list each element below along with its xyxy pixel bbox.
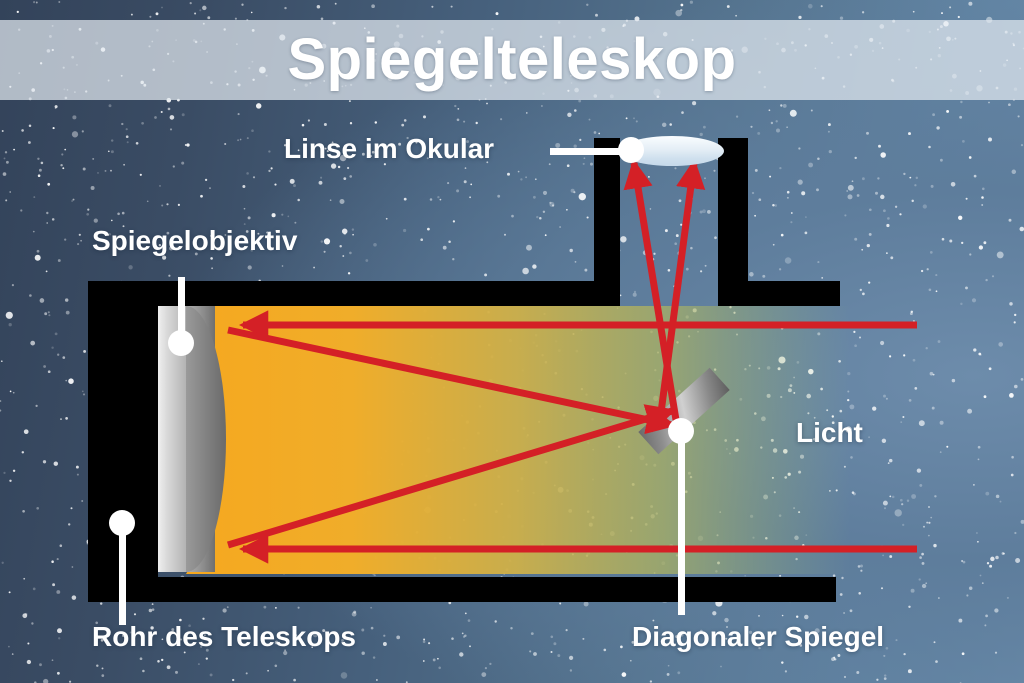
tube-top-wall — [88, 281, 620, 306]
leader-line-telescope-tube — [119, 515, 126, 625]
tube-top-right-arm — [718, 281, 840, 306]
tube-bottom-wall — [88, 577, 836, 602]
title-band: Spiegelteleskop — [0, 20, 1024, 100]
page-title: Spiegelteleskop — [287, 27, 737, 92]
label-diagonal-mirror: Diagonaler Spiegel — [632, 621, 885, 652]
ray-to-eyepiece-right — [656, 158, 706, 421]
ray-reflected-upper — [227, 326, 677, 435]
leader-line-mirror-objective — [178, 277, 185, 349]
leader-dot-mirror-objective — [168, 330, 194, 356]
label-light: Licht — [796, 417, 863, 448]
ray-reflected-lower — [226, 404, 676, 549]
leader-line-eyepiece-lens — [550, 148, 630, 155]
eyepiece-tube-left — [594, 138, 620, 306]
eyepiece-tube-right — [718, 138, 748, 306]
label-mirror-objective: Spiegelobjektiv — [92, 225, 298, 256]
label-telescope-tube: Rohr des Teleskops — [92, 621, 357, 652]
leader-dot-eyepiece-lens — [618, 137, 644, 163]
leader-dot-diagonal-mirror — [668, 418, 694, 444]
label-eyepiece-lens: Linse im Okular — [284, 133, 495, 164]
ray-to-eyepiece-left — [623, 158, 680, 421]
leader-line-diagonal-mirror — [678, 425, 685, 615]
leader-dot-telescope-tube — [109, 510, 135, 536]
